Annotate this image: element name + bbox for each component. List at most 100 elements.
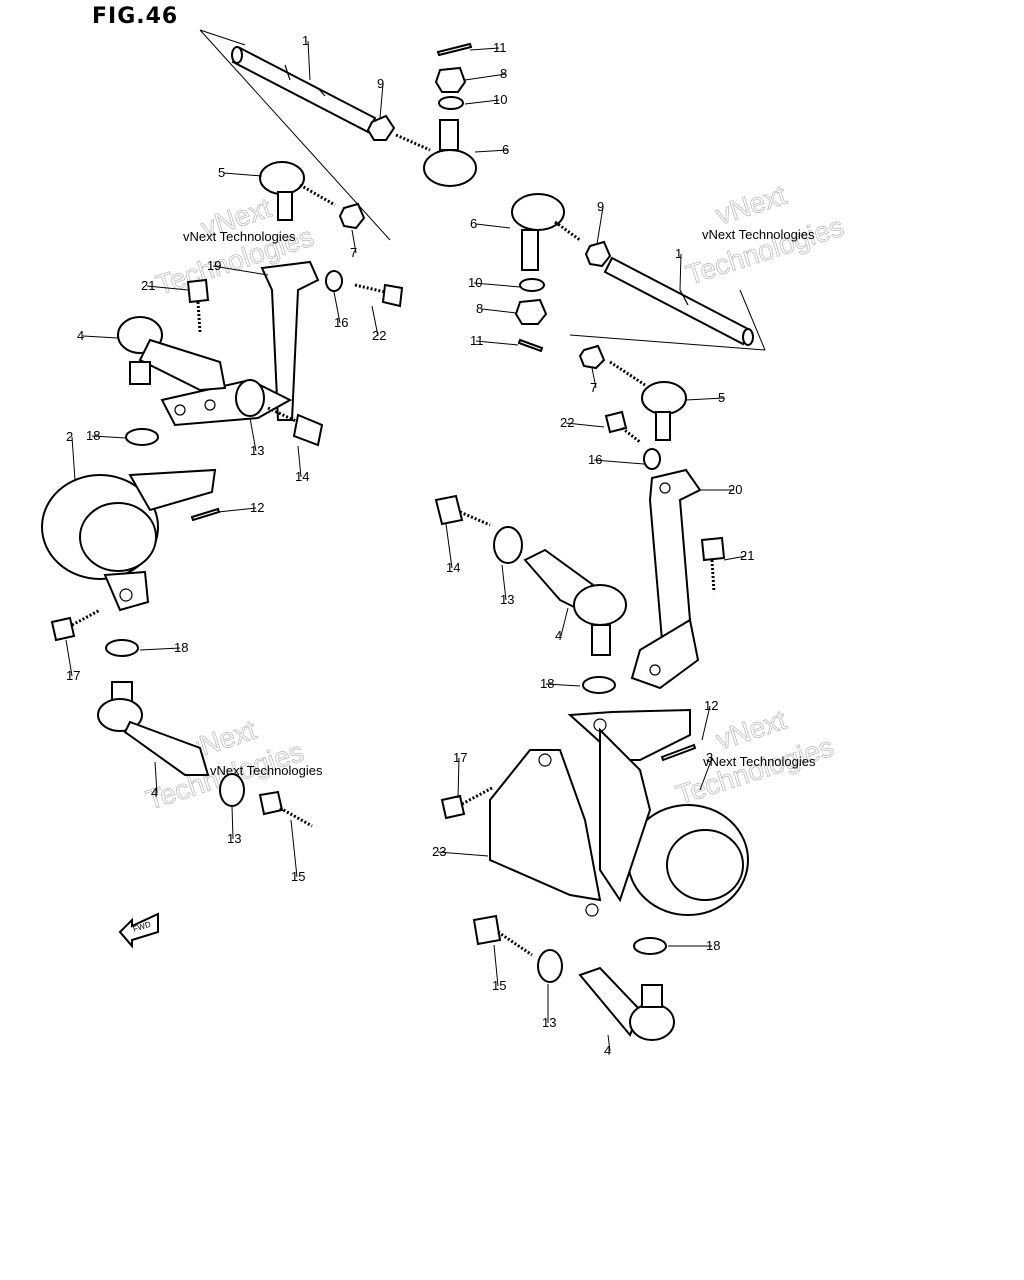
callout-leader-line xyxy=(65,639,73,677)
washer-left-18-upper xyxy=(125,428,159,446)
callout-leader-line xyxy=(457,757,460,799)
callout-6: 6 xyxy=(470,216,511,231)
callout-number: 4 xyxy=(151,785,158,800)
callout-number: 1 xyxy=(302,33,309,48)
bushing-left-13-lower xyxy=(219,773,245,807)
callout-number: 16 xyxy=(334,315,348,330)
callout-number: 2 xyxy=(66,429,73,444)
callout-7: 7 xyxy=(350,229,357,260)
callout-14: 14 xyxy=(295,445,309,484)
callout-leader-line xyxy=(475,223,511,229)
callout-18: 18 xyxy=(540,676,581,691)
bolt-left-15 xyxy=(258,790,313,828)
callout-number: 3 xyxy=(706,750,713,765)
callout-leader-line xyxy=(501,564,507,601)
callout-leader-line xyxy=(565,422,605,428)
callout-16: 16 xyxy=(588,452,645,467)
callout-leader-line xyxy=(249,417,257,452)
callout-4: 4 xyxy=(555,607,569,643)
pin-left-12 xyxy=(190,507,221,522)
callout-22: 22 xyxy=(560,415,605,430)
callout-number: 17 xyxy=(66,668,80,683)
callout-18: 18 xyxy=(139,640,188,655)
bolt-left-21 xyxy=(186,278,210,333)
nut-right-7 xyxy=(578,344,606,370)
callout-number: 4 xyxy=(604,1043,611,1058)
washer-right-18-upper xyxy=(582,676,616,694)
callout-number: 18 xyxy=(174,640,188,655)
callout-4: 4 xyxy=(77,328,119,343)
callout-number: 21 xyxy=(141,278,155,293)
callout-12: 12 xyxy=(217,500,264,515)
callout-number: 9 xyxy=(377,76,384,91)
callout-5: 5 xyxy=(685,390,725,405)
fwd-arrow-icon: FWD xyxy=(118,912,159,949)
callout-leader-line xyxy=(701,705,711,741)
callout-leader-line xyxy=(493,944,499,987)
washer-right-18-lower xyxy=(633,937,667,955)
callout-number: 11 xyxy=(470,333,484,348)
watermark-right-bottom: vNext Technologies vNext Technologies xyxy=(672,704,838,811)
callout-leader-line xyxy=(217,507,257,513)
watermark-word: Technologies xyxy=(682,211,847,291)
callout-9: 9 xyxy=(596,199,604,245)
callout-number: 18 xyxy=(86,428,100,443)
callout-leader-line xyxy=(231,805,234,840)
washer-right-10 xyxy=(519,278,545,292)
nut-right-9 xyxy=(584,240,612,268)
callout-17: 17 xyxy=(453,750,467,799)
callout-5: 5 xyxy=(218,165,263,180)
callout-leader-line xyxy=(82,335,119,339)
washer-left-10 xyxy=(438,96,464,110)
callout-leader-line xyxy=(475,340,519,346)
callout-21: 21 xyxy=(723,548,754,563)
washer-right-16 xyxy=(643,448,661,470)
callout-number: 10 xyxy=(493,92,507,107)
callout-number: 6 xyxy=(470,216,477,231)
callout-number: 6 xyxy=(502,142,509,157)
washer-left-16 xyxy=(325,270,343,292)
callout-leader-line xyxy=(91,435,127,439)
callout-12: 12 xyxy=(701,698,718,741)
callout-13: 13 xyxy=(249,417,264,458)
callout-8: 8 xyxy=(476,301,517,316)
castle-nut-right-8 xyxy=(514,298,548,325)
callout-leader-line xyxy=(297,445,302,478)
callout-4: 4 xyxy=(151,761,158,800)
housing-left-2 xyxy=(41,468,217,612)
callout-leader-line xyxy=(154,761,158,794)
tie-rod-end-right-6 xyxy=(511,193,581,271)
bolt-right-22 xyxy=(604,410,641,444)
arm-bracket-right-20 xyxy=(630,468,702,690)
knuckle-arm-right-4-upper xyxy=(523,548,627,656)
callout-10: 10 xyxy=(468,275,521,290)
callout-number: 7 xyxy=(350,245,357,260)
watermark-text: vNext Technologies xyxy=(703,754,816,769)
knuckle-arm-left-4-lower xyxy=(97,681,210,776)
watermark-right-top: vNext Technologies vNext Technologies xyxy=(682,179,848,291)
callout-leader-line xyxy=(469,47,500,51)
callout-23: 23 xyxy=(432,844,489,859)
callout-number: 13 xyxy=(500,592,514,607)
callout-leader-line xyxy=(139,647,181,651)
callout-22: 22 xyxy=(371,305,386,343)
tie-rod-left xyxy=(231,46,377,134)
callout-number: 12 xyxy=(704,698,718,713)
watermark-word: vNext xyxy=(712,179,790,231)
callout-number: 1 xyxy=(675,246,682,261)
callout-number: 5 xyxy=(718,390,725,405)
callout-number: 8 xyxy=(500,66,507,81)
callout-number: 22 xyxy=(560,415,574,430)
callout-leader-line xyxy=(307,40,311,81)
watermark-text: vNext Technologies xyxy=(210,763,323,778)
watermark-text: vNext Technologies xyxy=(702,227,815,242)
callout-leader-line xyxy=(607,1034,611,1052)
housing-right-3 xyxy=(567,708,749,916)
tie-rod-right xyxy=(603,256,754,346)
callout-number: 15 xyxy=(291,869,305,884)
guide-line xyxy=(569,289,766,351)
callout-number: 17 xyxy=(453,750,467,765)
callout-leader-line xyxy=(464,73,507,81)
bolt-left-22 xyxy=(354,283,404,308)
bolt-left-14 xyxy=(267,406,324,447)
